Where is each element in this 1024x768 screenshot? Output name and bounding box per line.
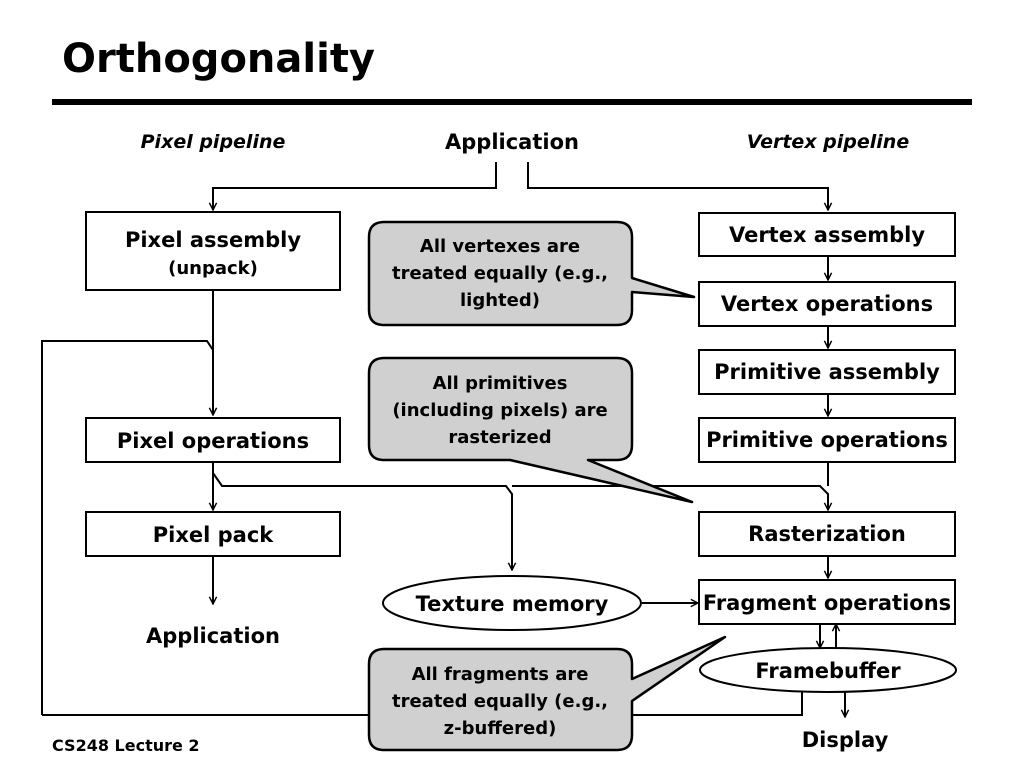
framebuffer-readback-bottom-line [42,692,803,716]
fragments-callout-line2: treated equally (e.g., [392,691,608,712]
pixel-operations-box [85,417,341,463]
vertexes-callout-line2: treated equally (e.g., [392,263,608,284]
texture-memory-label: Texture memory [416,592,609,616]
vertex-assembly-box [698,212,956,257]
vertexes-callout [367,220,696,327]
app-to-pixel-assembly-arrow [213,162,497,210]
slide-title: Orthogonality [62,36,375,82]
pixel-pack-box [85,511,341,557]
pixel-pack-label: Pixel pack [153,523,275,547]
app-to-vertex-assembly-arrow [527,162,828,210]
primitives-callout-line2: (including pixels) are [392,400,607,421]
primitive-assembly-label: Primitive assembly [714,360,940,384]
rasterization-label: Rasterization [748,522,906,546]
framebuffer-label: Framebuffer [755,659,901,683]
primitives-callout-line1: All primitives [433,373,568,394]
primitive-assembly-box [698,349,956,395]
fragments-callout-line3: z-buffered) [444,718,557,739]
application-bottom-label: Application [146,624,280,648]
framebuffer-readback-line [41,340,214,715]
fragments-callout [367,635,727,752]
fragments-callout-line1: All fragments are [412,664,589,685]
primitive-operations-box [698,417,956,463]
pixel-assembly-box [85,211,341,291]
pixel-pipeline-label: Pixel pipeline [141,131,286,153]
framebuffer-ellipse [699,647,957,693]
fragment-operations-label: Fragment operations [703,591,951,615]
texture-memory-ellipse [382,575,642,631]
slide-footer: CS248 Lecture 2 [52,736,200,755]
application-top-label: Application [445,130,579,154]
pixel-to-texture-memory-arrow [212,472,512,570]
primitive-operations-label: Primitive operations [706,428,948,452]
primitives-callout [367,356,694,504]
rasterization-box [698,511,956,557]
vertexes-callout-line1: All vertexes are [420,236,580,257]
pixel-assembly-sub-label: (unpack) [168,258,258,279]
vertex-operations-label: Vertex operations [721,292,933,316]
pixel-operations-label: Pixel operations [117,429,309,453]
pixel-to-rasterization-arrow [512,485,828,510]
vertex-pipeline-label: Vertex pipeline [747,131,910,153]
vertexes-callout-line3: lighted) [460,290,540,311]
primitives-callout-line3: rasterized [448,427,551,448]
vertex-operations-box [698,281,956,327]
vertex-assembly-label: Vertex assembly [729,223,925,247]
pixel-assembly-label: Pixel assembly [125,228,301,252]
display-label: Display [802,728,889,752]
fragment-operations-box [698,579,956,625]
connectors [41,162,845,717]
